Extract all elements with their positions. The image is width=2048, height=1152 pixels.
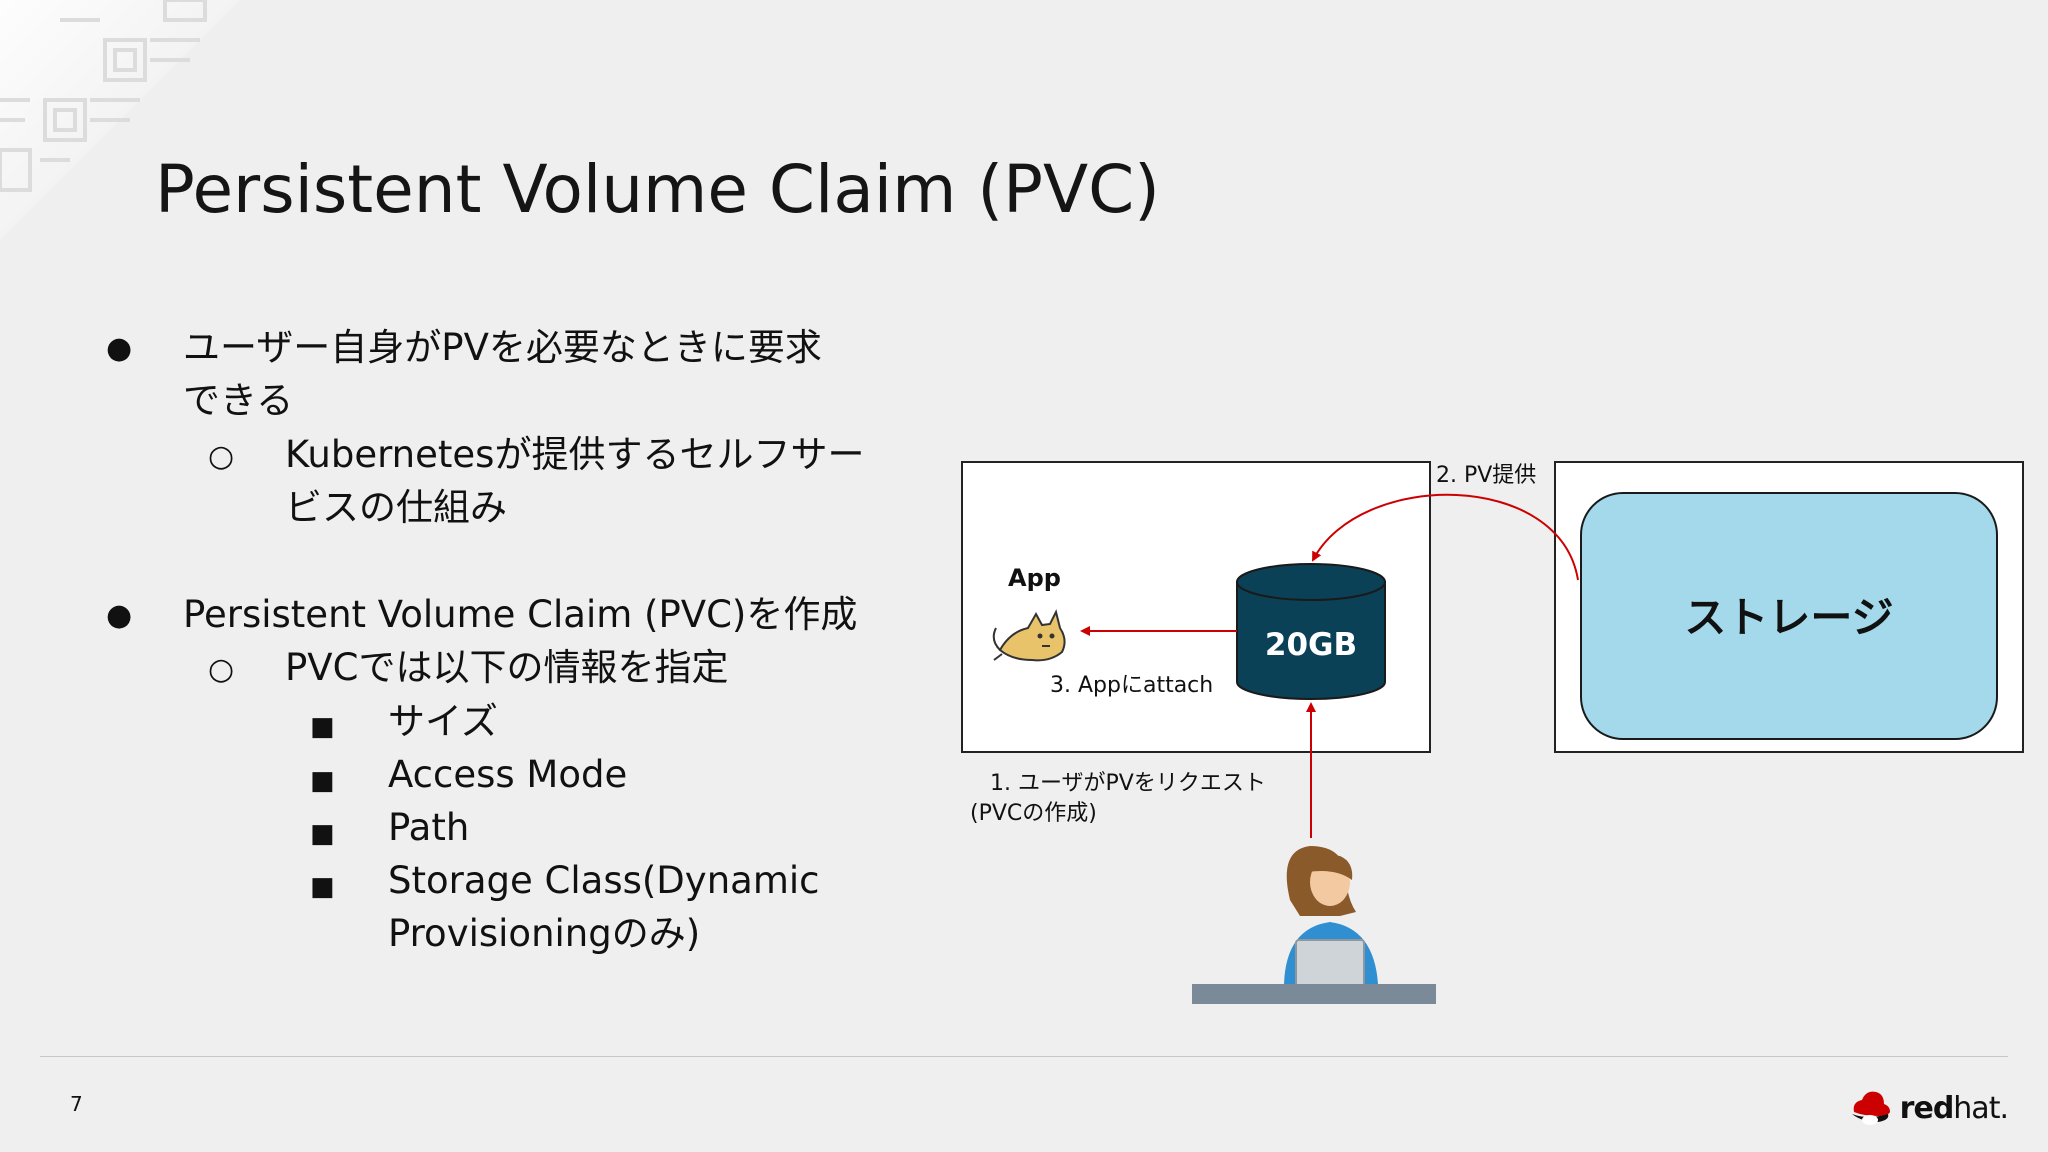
bullet-1-sub-line-1: Kubernetesが提供するセルフサー xyxy=(285,433,865,476)
step-1-label-line-2: (PVCの作成) xyxy=(970,801,1097,826)
slide-title: Persistent Volume Claim (PVC) xyxy=(155,151,1160,228)
brand-light: hat. xyxy=(1953,1090,2009,1126)
bullet-2-item-2: Access Mode xyxy=(388,753,628,796)
sub-bullet-marker: ○ xyxy=(208,439,235,474)
sub-sub-bullet-marker: ■ xyxy=(310,766,335,796)
brand-name: redhat. xyxy=(1899,1090,2009,1126)
volume-cylinder xyxy=(1236,563,1386,700)
volume-label: 20GB xyxy=(1265,627,1357,663)
bullet-2-item-4: Storage Class(Dynamic xyxy=(388,859,820,902)
step-3-label: 3. Appにattach xyxy=(1050,673,1213,698)
redhat-logo: redhat. xyxy=(1848,1088,2009,1128)
arrow-provide xyxy=(1312,493,1579,581)
footer-divider xyxy=(40,1056,2008,1057)
sub-bullet-marker: ○ xyxy=(208,652,235,687)
bullet-2: Persistent Volume Claim (PVC)を作成 xyxy=(183,593,858,636)
brand-bold: red xyxy=(1899,1090,1955,1126)
bullet-marker: ● xyxy=(106,331,133,366)
bullet-1-line-2: できる xyxy=(183,379,294,422)
tomcat-icon xyxy=(992,609,1066,662)
sub-sub-bullet-marker: ■ xyxy=(310,872,335,902)
bullet-1-sub-line-2: ビスの仕組み xyxy=(285,486,507,529)
decorative-pattern xyxy=(0,0,240,240)
bullet-list: ● ユーザー自身がPVを必要なときに要求 できる ○ Kubernetesが提供… xyxy=(0,0,900,1000)
app-label: App xyxy=(1008,564,1061,592)
redhat-hat-icon xyxy=(1851,1091,1890,1125)
bullet-2-item-1: サイズ xyxy=(388,700,498,743)
storage-label: ストレージ xyxy=(1684,593,1893,642)
storage-shape xyxy=(1580,492,1998,740)
sub-sub-bullet-marker: ■ xyxy=(310,819,335,849)
bullet-2-item-3: Path xyxy=(388,806,470,849)
step-1-label-line-1: 1. ユーザがPVをリクエスト xyxy=(990,771,1266,796)
bullet-2-item-4-line-2: Provisioningのみ) xyxy=(388,912,701,955)
user-at-laptop-icon xyxy=(1192,846,1436,1004)
sub-sub-bullet-marker: ■ xyxy=(310,712,335,742)
bullet-marker: ● xyxy=(106,598,133,633)
page-number: 7 xyxy=(70,1092,83,1116)
step-2-label: 2. PV提供 xyxy=(1436,463,1536,488)
bullet-1-line-1: ユーザー自身がPVを必要なときに要求 xyxy=(183,326,822,369)
bullet-2-sub: PVCでは以下の情報を指定 xyxy=(285,646,729,689)
